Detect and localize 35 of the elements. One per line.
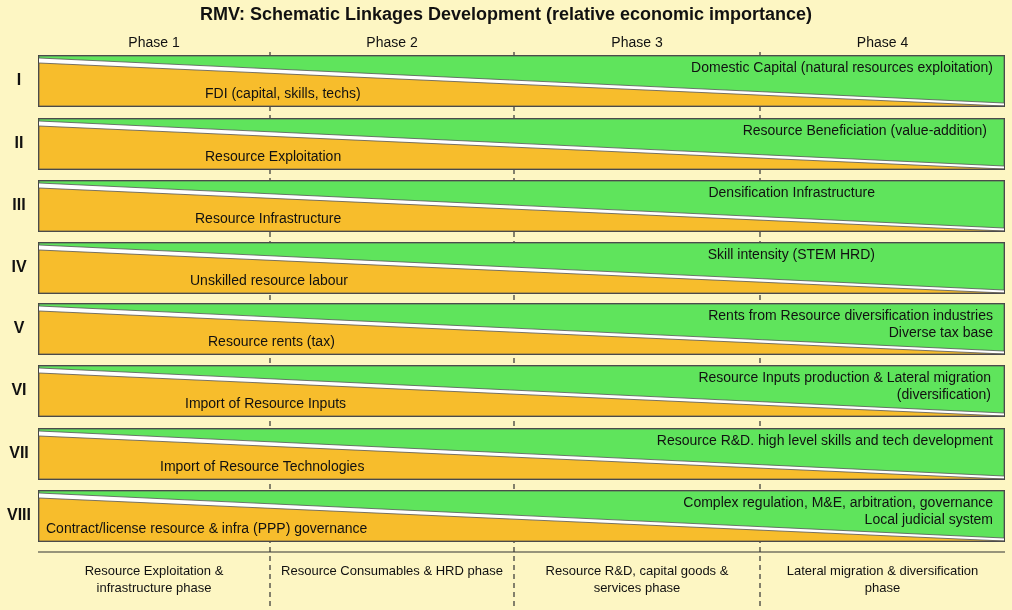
phase-description: Resource Exploitation & infrastructure phase	[83, 562, 225, 596]
band-text: Densification Infrastructure	[707, 184, 875, 201]
band-text: Unskilled resource labour	[190, 272, 349, 289]
phase-header: Phase 1	[127, 34, 181, 51]
band-text: Resource Inputs production & Lateral migration (diversification)	[697, 369, 991, 403]
phase-description: Lateral migration & diversification phase	[785, 562, 980, 596]
band-text: Import of Resource Inputs	[185, 395, 348, 412]
band-text: Complex regulation, M&E, arbitration, governance	[682, 494, 993, 511]
band-text: Contract/license resource & infra (PPP) governance	[46, 520, 369, 537]
row-numeral: VII	[8, 444, 30, 461]
band-text: Domestic Capital (natural resources exploitation)	[690, 59, 993, 76]
phase-header: Phase 4	[855, 34, 910, 51]
band-text: Skill intensity (STEM HRD)	[706, 246, 875, 263]
phase-header: Phase 3	[610, 34, 664, 51]
band-text: FDI (capital, skills, techs)	[205, 85, 362, 102]
row-numeral: II	[13, 134, 25, 151]
title: RMV: Schematic Linkages Development (relative economic importance)	[198, 3, 814, 25]
band-text: Diverse tax base	[887, 324, 993, 341]
band-text: Resource Infrastructure	[195, 210, 343, 227]
band-text: Resource rents (tax)	[208, 333, 336, 350]
band-text: Import of Resource Technologies	[160, 458, 366, 475]
band-text: Resource Beneficiation (value-addition)	[741, 122, 987, 139]
phase-description: Resource Consumables & HRD phase	[280, 562, 504, 579]
band-text: Resource R&D. high level skills and tech development	[655, 432, 993, 449]
band-text: Resource Exploitation	[205, 148, 343, 165]
row-numeral: V	[12, 319, 26, 336]
row-numeral: VI	[10, 381, 28, 398]
band-text: Local judicial system	[863, 511, 993, 528]
band-text: Rents from Resource diversification industries	[707, 307, 993, 324]
row-numeral: IV	[10, 258, 28, 275]
row-numeral: I	[15, 71, 23, 88]
phase-description: Resource R&D, capital goods & services phase	[544, 562, 730, 596]
row-numeral: III	[11, 196, 27, 213]
phase-header: Phase 2	[365, 34, 419, 51]
row-numeral: VIII	[6, 506, 32, 523]
